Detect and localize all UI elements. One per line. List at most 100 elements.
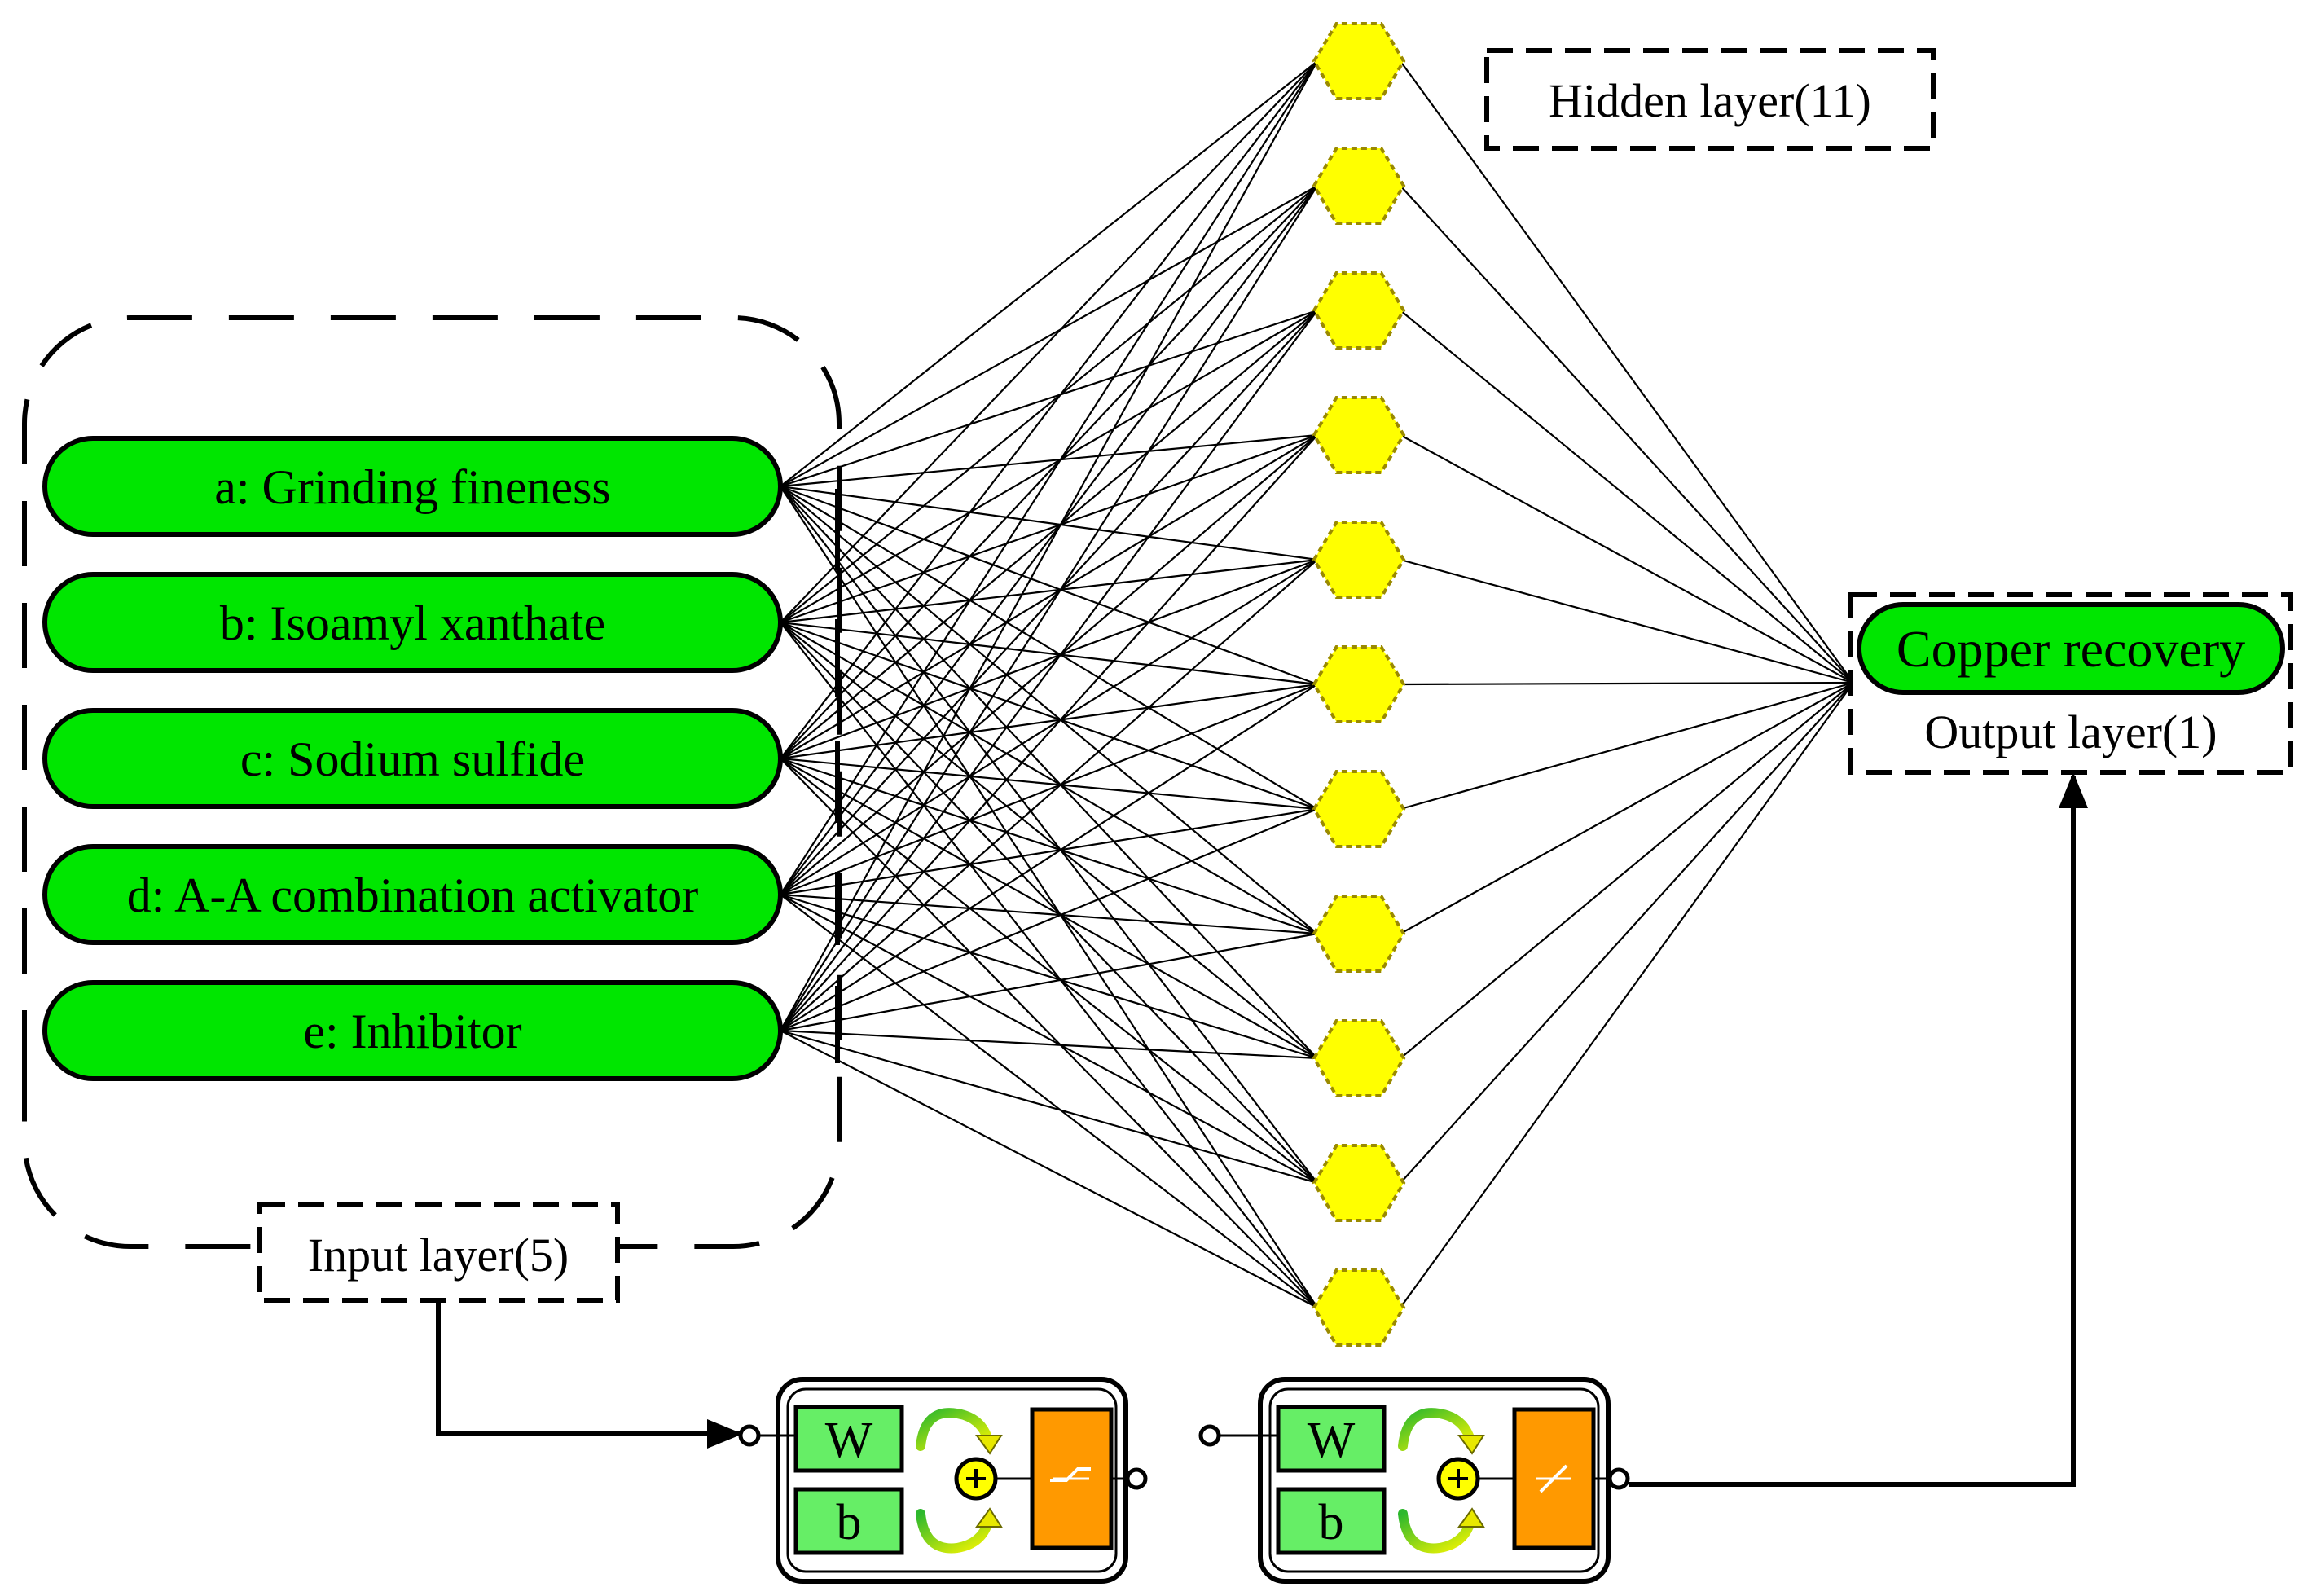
swirl-arrow-icon	[916, 1509, 993, 1554]
connection-line	[780, 807, 1318, 1032]
connection-line	[1400, 310, 1854, 684]
input-node-label: e: Inhibitor	[303, 1005, 521, 1058]
hidden-node	[1312, 1144, 1406, 1222]
connection-line	[1400, 60, 1854, 684]
connection-line	[780, 758, 1318, 1184]
connection-line	[1400, 681, 1854, 811]
connection-line	[780, 185, 1318, 1031]
connection-line	[780, 757, 1318, 811]
connection-line	[780, 894, 1318, 1308]
connection-line	[780, 622, 1318, 934]
connection-line	[780, 310, 1318, 1031]
connection-line	[780, 894, 1318, 1184]
connection-lines	[780, 60, 1854, 1308]
computation-block: Wb	[1198, 1377, 1630, 1584]
hidden-layer-label: Hidden layer(11)	[1549, 74, 1871, 127]
connection-line	[1400, 682, 1854, 1059]
connection-line	[780, 310, 1318, 759]
block-output-terminal	[1125, 1467, 1148, 1490]
connection-line	[780, 622, 1318, 1308]
input-node-shape	[42, 844, 783, 945]
swirl-arrowhead-icon	[975, 1507, 1003, 1528]
output-layer-label: Output layer(1)	[1924, 706, 2217, 758]
arrow-block2-to-output	[1629, 772, 2088, 1487]
computation-block: Wb	[738, 1377, 1148, 1584]
connection-line	[780, 893, 1318, 935]
input-layer-label: Input layer(5)	[308, 1229, 569, 1282]
connection-line	[780, 622, 1318, 1059]
input-node: e: Inhibitor	[42, 980, 783, 1081]
swirl-arrowhead-icon	[975, 1435, 1003, 1455]
connection-line	[780, 434, 1318, 759]
hidden-node	[1312, 396, 1406, 474]
hidden-node	[1312, 770, 1406, 848]
connection-line	[780, 559, 1318, 1031]
hidden-node	[1312, 645, 1406, 723]
connection-line	[780, 558, 1318, 624]
hidden-layer-label-box: Hidden layer(11)	[1484, 48, 1936, 151]
hidden-node	[1312, 1268, 1406, 1347]
connection-line	[780, 684, 1318, 1031]
connection-line	[780, 485, 1318, 561]
input-node-shape	[42, 708, 783, 809]
hidden-node	[1312, 521, 1406, 599]
hidden-node	[1312, 1019, 1406, 1097]
output-layer: Copper recovery Output layer(1)	[1848, 592, 2293, 775]
block-inner-frame	[786, 1387, 1118, 1573]
connection-line	[780, 1029, 1318, 1060]
weight-box	[1276, 1405, 1387, 1473]
block-inner-frame	[1268, 1387, 1600, 1573]
bias-box	[793, 1487, 904, 1555]
input-nodes: a: Grinding fineness b: Isoamyl xanthate c…	[42, 436, 783, 1081]
connection-line	[780, 683, 1318, 896]
connection-line	[1400, 682, 1854, 1308]
swirl-arrow-icon	[1398, 1509, 1475, 1554]
swirl-arrow-icon	[916, 1408, 993, 1451]
connection-line	[780, 558, 1318, 760]
arrow-input-to-block1	[436, 1302, 743, 1449]
connection-line	[1400, 558, 1854, 684]
hidden-nodes	[1312, 22, 1406, 1347]
input-node: d: A-A combination activator	[42, 844, 783, 945]
connection-line	[780, 621, 1318, 811]
connection-line	[780, 309, 1318, 488]
connection-line	[780, 807, 1318, 896]
connection-line	[780, 893, 1318, 1060]
input-node: a: Grinding fineness	[42, 436, 783, 537]
connection-line	[780, 758, 1318, 1308]
weight-label: W	[1308, 1413, 1356, 1468]
connection-line	[780, 60, 1318, 759]
connection-line	[780, 60, 1318, 895]
input-node-label: a: Grinding fineness	[214, 460, 611, 514]
input-node-shape	[42, 980, 783, 1081]
input-node-label: c: Sodium sulfide	[240, 732, 585, 786]
connection-line	[780, 757, 1318, 935]
sigmoid-icon	[1050, 1467, 1091, 1482]
connection-line	[780, 433, 1318, 624]
connection-line	[780, 486, 1318, 810]
connection-line	[780, 683, 1318, 760]
bias-label: b	[837, 1495, 862, 1550]
connection-line	[1400, 682, 1854, 934]
block-output-terminal	[1607, 1467, 1630, 1490]
connection-line	[780, 559, 1318, 895]
hidden-node	[1312, 147, 1406, 225]
connection-line	[780, 433, 1318, 488]
input-node-shape	[42, 436, 783, 537]
connection-line	[780, 185, 1318, 759]
hidden-node	[1312, 271, 1406, 350]
input-node: b: Isoamyl xanthate	[42, 572, 783, 673]
connection-line	[780, 185, 1318, 623]
connection-line	[780, 622, 1318, 1184]
connection-line	[780, 185, 1318, 895]
connection-line	[780, 486, 1318, 1059]
connection-line	[780, 621, 1318, 686]
connection-line	[780, 60, 1318, 487]
swirl-arrowhead-icon	[1457, 1507, 1485, 1528]
bias-label: b	[1319, 1495, 1344, 1550]
output-node-label: Copper recovery	[1897, 620, 2245, 678]
connection-line	[780, 310, 1318, 623]
connection-line	[780, 1030, 1318, 1308]
